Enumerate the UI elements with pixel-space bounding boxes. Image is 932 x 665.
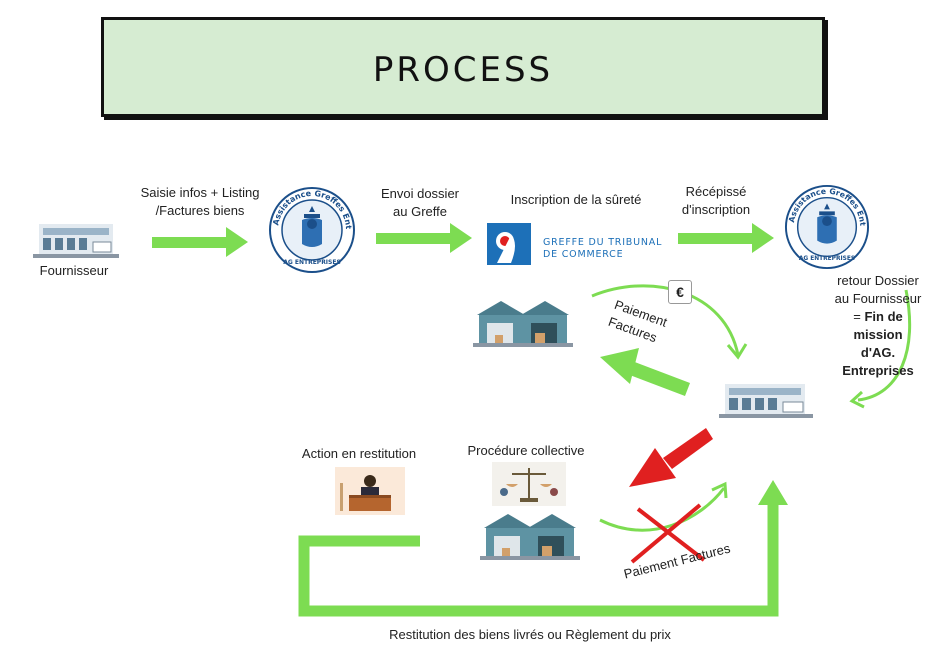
- arrow-retour: [849, 289, 912, 409]
- arrow-red: [629, 428, 713, 487]
- label-retour-dossier: retour Dossier au Fournisseur = Fin de m…: [834, 273, 922, 378]
- label-fournisseur: Fournisseur: [39, 263, 109, 278]
- svg-text:GREFFE DU TRIBUNAL: GREFFE DU TRIBUNAL: [543, 237, 662, 248]
- arrow-paiement-2: [599, 481, 728, 532]
- euro-icon: €: [668, 280, 692, 304]
- label-action-restitution: Action en restitution: [301, 446, 417, 461]
- svg-text:AG ENTREPRISES: AG ENTREPRISES: [283, 259, 341, 266]
- arrow-restitution-loop: [298, 480, 788, 617]
- label-restitution: Restitution des biens livrés ou Règlemen…: [389, 627, 671, 642]
- arrow-recepisse: [678, 223, 774, 253]
- justice-scale-image: [492, 462, 566, 506]
- label-recepisse: Récépissé d'inscription: [681, 184, 751, 217]
- arrow-to-warehouse: [600, 348, 690, 396]
- warehouse-image: [471, 293, 575, 351]
- warehouse-truck-image: [717, 378, 815, 424]
- courtroom-image: [335, 467, 405, 515]
- arrow-envoi: [376, 223, 472, 253]
- arrow-saisie: [152, 227, 248, 257]
- page-title: PROCESS: [372, 50, 554, 90]
- title-box: PROCESS: [101, 17, 825, 117]
- fournisseur-warehouse-image: [31, 220, 121, 262]
- svg-text:DE COMMERCE: DE COMMERCE: [543, 249, 623, 260]
- label-inscription: Inscription de la sûreté: [510, 192, 642, 207]
- warehouse-image-2: [478, 508, 582, 564]
- ag-entreprises-logo-2: Assistance Greffes Entreprises AG ENTREP…: [781, 177, 870, 270]
- label-envoi: Envoi dossier au Greffe: [380, 186, 460, 219]
- label-saisie: Saisie infos + Listing /Factures biens: [140, 185, 260, 218]
- label-procedure-collective: Procédure collective: [467, 443, 585, 458]
- greffe-tribunal-logo: GREFFE DU TRIBUNAL DE COMMERCE: [485, 221, 663, 267]
- svg-text:AG ENTREPRISES: AG ENTREPRISES: [799, 256, 855, 262]
- red-cross-icon: [630, 503, 706, 564]
- ag-entreprises-logo: Assistance Greffes Entreprises AG ENTREP…: [265, 179, 356, 274]
